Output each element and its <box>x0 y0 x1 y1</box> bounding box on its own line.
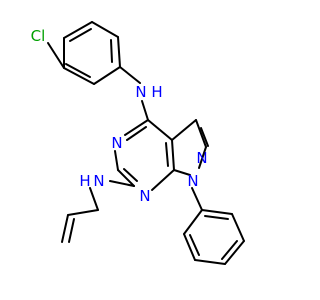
bond <box>151 169 175 191</box>
bond <box>173 169 191 176</box>
bond <box>183 209 203 235</box>
bond <box>68 218 75 243</box>
bond <box>195 119 207 148</box>
bond <box>126 126 147 141</box>
bond <box>114 150 119 171</box>
allyl-amine-nitrogen-label: N <box>93 172 104 190</box>
bond <box>204 215 229 220</box>
bond <box>69 28 92 42</box>
bond <box>89 187 99 211</box>
bond <box>194 259 226 265</box>
bond <box>117 169 135 187</box>
bond <box>63 67 95 85</box>
bond <box>119 66 141 84</box>
nh-hydrogen-atom-label: H <box>151 83 162 101</box>
bond <box>221 240 238 260</box>
bond <box>201 209 233 215</box>
pyrimidine-nitrogen-3-label: N <box>111 134 122 152</box>
pyrazole-nitrogen-1-label: N <box>187 172 198 190</box>
atom-label-layer: Cl N H N N N N N H <box>31 27 208 205</box>
bond <box>231 213 245 242</box>
bond <box>61 214 69 243</box>
bond <box>189 234 200 256</box>
bond <box>147 119 173 141</box>
bond <box>65 63 91 78</box>
bond <box>67 209 99 216</box>
allyl-amine-hydrogen-label: H <box>79 172 90 190</box>
bond <box>63 21 93 39</box>
bond <box>91 21 119 38</box>
bond <box>93 66 121 85</box>
bond <box>224 240 245 265</box>
bond <box>171 119 197 141</box>
bond <box>200 127 209 147</box>
bond <box>141 100 149 121</box>
pyrimidine-nitrogen-7-label: N <box>139 187 150 205</box>
bond <box>191 187 203 211</box>
bond <box>47 42 65 69</box>
bond <box>171 139 175 171</box>
pyrazole-nitrogen-2-label: N <box>196 149 207 167</box>
chlorine-atom-label: Cl <box>31 27 46 45</box>
bond <box>124 119 149 136</box>
bond <box>183 233 196 261</box>
bond <box>198 146 207 169</box>
bond <box>110 39 113 63</box>
nh-nitrogen-atom-label: N <box>135 83 146 101</box>
bond-layer <box>47 21 245 265</box>
bond <box>165 142 169 167</box>
bond <box>109 180 135 187</box>
bond <box>123 168 138 182</box>
molecule-structure-diagram: Cl N H N N N N N H <box>31 21 245 265</box>
bond <box>117 36 121 68</box>
